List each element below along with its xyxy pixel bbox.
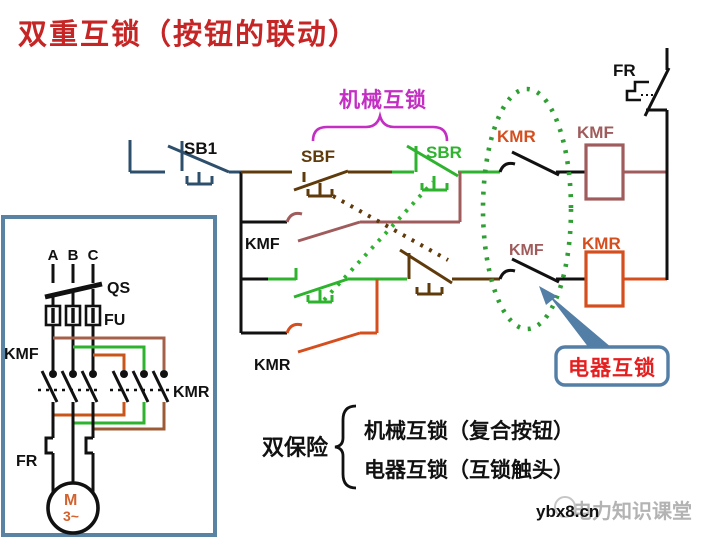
heater-icon <box>44 436 53 455</box>
crossover-wire-green <box>73 345 146 370</box>
double-insurance-note: 双保险 机械互锁（复合按钮） 电器互锁（互锁触头） <box>262 404 574 490</box>
fr-main-label: FR <box>16 453 38 470</box>
kmr-selfhold-contact: KMR <box>241 279 379 374</box>
phase-a-label: A <box>48 247 59 264</box>
callout-arrowhead-icon <box>539 286 557 305</box>
sbr-label: SBR <box>426 143 462 162</box>
contact-terminal-icon <box>140 370 148 378</box>
brace-icon <box>311 111 449 142</box>
return-wire-green <box>73 402 146 425</box>
motor-circle-icon <box>46 481 100 535</box>
qs-linkage-icon <box>44 281 103 300</box>
watermark-name: 电力知识课堂 <box>572 499 692 523</box>
contact-hook-icon <box>498 161 516 173</box>
note-line-2: 电器互锁（互锁触头） <box>364 458 574 482</box>
main-circuit-box <box>1 215 217 537</box>
sb1-actuator-icon <box>185 172 214 186</box>
phase-c-label: C <box>88 247 99 264</box>
kmf-coil: KMF <box>577 123 667 201</box>
contact-hook-icon <box>285 211 303 223</box>
contact-hook-icon <box>498 268 516 280</box>
interlock-ellipse-icon <box>480 86 574 332</box>
return-wire-orange <box>53 402 126 417</box>
watermark: 电力知识课堂 ybx8.cn <box>536 496 692 523</box>
kmr-main-contacts: KMR <box>110 370 210 403</box>
contact-terminal-icon <box>160 370 168 378</box>
watermark-circle-icon <box>554 496 576 518</box>
fu-label: FU <box>104 312 125 329</box>
control-circuit: SB1 SBF SBR KMR <box>128 48 671 374</box>
main-circuit: A B C QS FU KMF <box>1 215 217 537</box>
qs-isolator: QS <box>44 280 130 306</box>
page-title: 双重互锁（按钮的联动） <box>18 17 359 51</box>
kmr-contacts-label: KMR <box>173 384 210 401</box>
electrical-interlock-annotation: 电器互锁 <box>480 86 670 387</box>
kmr-selfhold-label: KMR <box>254 357 291 374</box>
callout-pointer-icon <box>547 293 612 348</box>
heater-icon <box>84 436 93 455</box>
kmf-contacts-label: KMF <box>4 346 39 363</box>
kmr-interlock-label: KMR <box>497 127 536 146</box>
mechanical-interlock-annotation: 机械互锁 <box>311 88 449 142</box>
contact-terminal-icon <box>69 370 77 378</box>
kmf-coil-icon <box>584 143 625 201</box>
qs-label: QS <box>107 280 130 297</box>
mechanical-interlock-label: 机械互锁 <box>339 88 427 112</box>
kmf-interlock-contact: KMF <box>498 242 586 284</box>
kmr-coil: KMR <box>582 234 667 308</box>
fr-heater-elements: FR <box>16 436 95 492</box>
sb1-label: SB1 <box>184 139 217 158</box>
fu-fuses: FU <box>44 304 125 371</box>
sbf-forward-button: SBF <box>241 147 392 198</box>
crossover-wire-orange <box>93 353 126 370</box>
contact-terminal-icon <box>120 370 128 378</box>
fr-label: FR <box>613 61 636 80</box>
contact-terminal-icon <box>49 370 57 378</box>
fr-thermal-contact: FR <box>613 48 671 280</box>
contact-hook-icon <box>285 322 303 334</box>
motor-leads <box>51 402 95 477</box>
note-line-1: 机械互锁（复合按钮） <box>364 419 574 443</box>
phase-b-label: B <box>68 247 79 264</box>
callout-box <box>554 345 670 387</box>
sb1-stop-button: SB1 <box>128 139 241 186</box>
motor-phases: 3~ <box>63 508 79 524</box>
motor-letter: M <box>64 492 77 509</box>
sbf-mechanical-link-icon <box>332 194 449 262</box>
kmr-coil-label: KMR <box>582 234 621 253</box>
sbr-actuator-icon <box>306 290 334 304</box>
double-insurance-label: 双保险 <box>262 435 329 460</box>
electrical-interlock-label: 电器互锁 <box>568 356 656 380</box>
crossover-wire-brown <box>53 336 166 370</box>
kmr-coil-icon <box>584 250 625 308</box>
kmf-main-contacts: KMF <box>4 346 100 403</box>
kmf-selfhold-label: KMF <box>245 236 280 253</box>
sbf-actuator-icon <box>306 183 334 198</box>
sbf-nc-actuator-icon <box>415 283 444 296</box>
phase-leads <box>51 264 95 283</box>
kmf-coil-label: KMF <box>577 123 614 142</box>
watermark-site: ybx8.cn <box>536 502 599 521</box>
thermal-release-icon <box>625 80 649 102</box>
kmf-interlock-label: KMF <box>509 242 544 259</box>
return-wire-brown <box>93 402 166 431</box>
curly-brace-icon <box>334 404 357 490</box>
sbf-label: SBF <box>301 147 335 166</box>
contact-terminal-icon <box>89 370 97 378</box>
motor: M 3~ <box>46 481 100 535</box>
sbr-mechanical-link-icon <box>322 180 435 302</box>
